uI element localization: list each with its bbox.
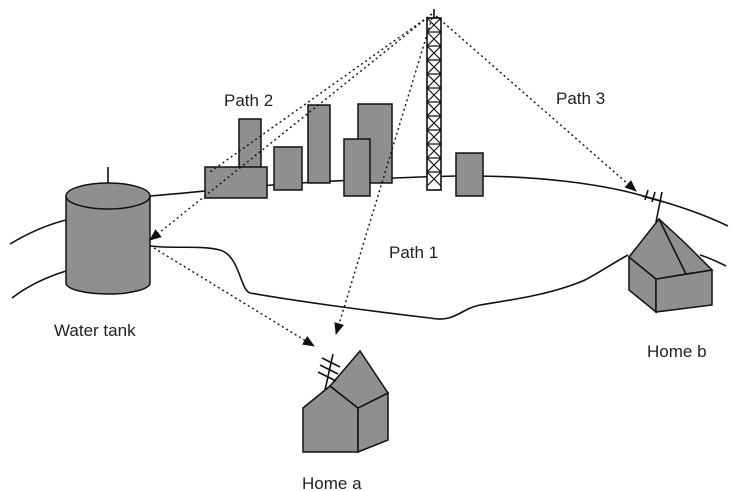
path-2-label: Path 2 [224, 91, 273, 110]
path-2-tank-to-home-a-line [153, 247, 315, 347]
path-1-line [334, 17, 433, 335]
path-3-label: Path 3 [556, 89, 605, 108]
building-4 [307, 104, 331, 184]
building-2 [204, 166, 268, 199]
home-a-label: Home a [302, 474, 362, 491]
home-a [302, 349, 390, 454]
home-a-antenna [317, 353, 341, 391]
building-1 [238, 118, 262, 170]
water-tank-label: Water tank [54, 321, 136, 340]
transmission-tower [426, 9, 442, 191]
hill-left-upper-line [9, 219, 67, 245]
building-3 [273, 146, 303, 191]
valley-line [149, 245, 629, 320]
building-7 [455, 152, 484, 197]
path-1-label: Path 1 [389, 243, 438, 262]
building-6 [343, 138, 371, 197]
home-b-antenna [641, 189, 665, 223]
path-2-tower-to-tank-line [149, 13, 433, 241]
valley-right-line [699, 254, 727, 267]
hill-left-lower-line [11, 270, 67, 299]
path-2-tower-to-building-line [209, 13, 433, 173]
water-tank [65, 167, 151, 295]
home-b-label: Home b [647, 342, 707, 361]
home-b [627, 189, 714, 314]
path-3-line [435, 15, 637, 192]
